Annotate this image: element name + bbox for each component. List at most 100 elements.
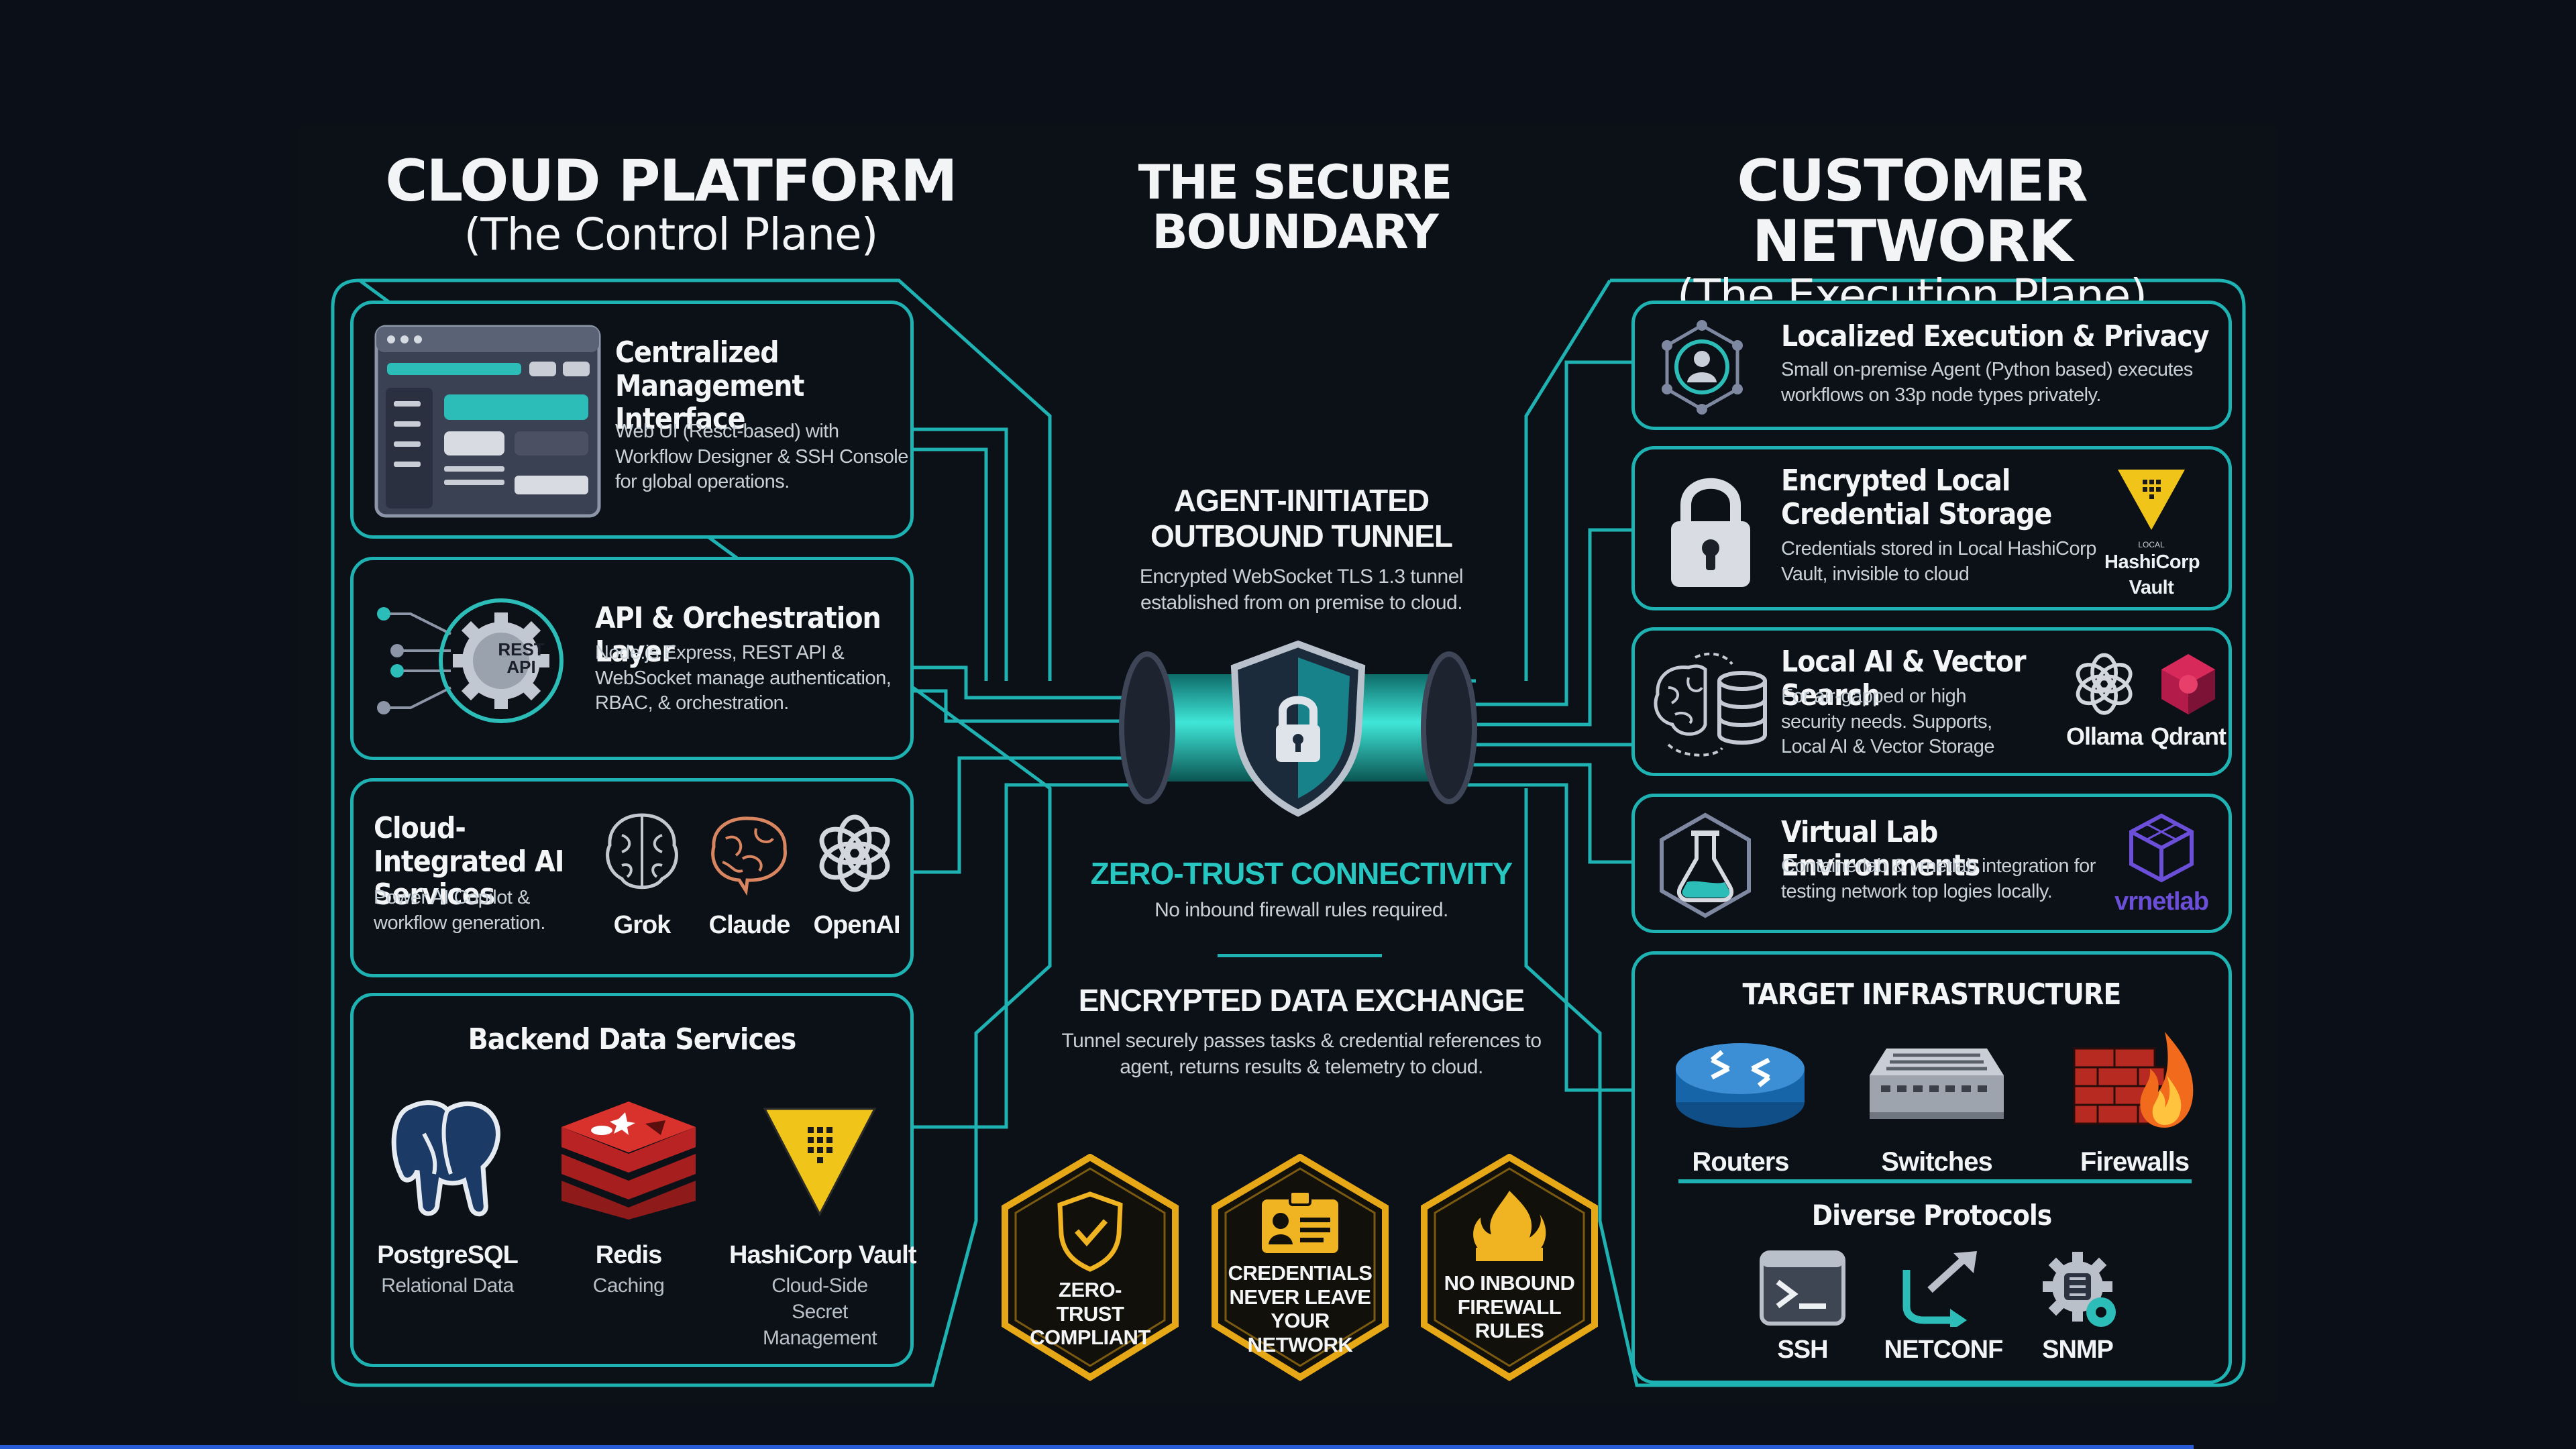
data-exchange-text: ENCRYPTED DATA EXCHANGE Tunnel securely … — [1060, 983, 1543, 1080]
cloud-platform-title: CLOUD PLATFORM — [385, 148, 957, 215]
snmp-label: SNMP — [2042, 1336, 2114, 1364]
data-exchange-title: ENCRYPTED DATA EXCHANGE — [1078, 983, 1525, 1018]
hashicorp-vault-sub: Cloud-Side Secret Management — [762, 1275, 877, 1349]
credential-storage-card: Encrypted Local Credential Storage Crede… — [1631, 446, 2232, 610]
zero-trust-text: ZERO-TRUST CONNECTIVITY No inbound firew… — [1073, 855, 1529, 923]
router-icon — [1676, 1043, 1805, 1128]
cloud-platform-heading: CLOUD PLATFORM (The Control Plane) — [376, 151, 966, 258]
customer-network-heading: CUSTOMER NETWORK (The Execution Plane) — [1597, 151, 2227, 319]
api-orchestration-title: API & Orchestration Layer — [595, 601, 881, 669]
switch-icon — [1870, 1049, 2004, 1119]
api-orchestration-card: REST API API & Orchestration Layer Node.… — [350, 557, 914, 760]
virtual-lab-card: Virtual Lab Environments Containerlab & … — [1631, 794, 2232, 933]
localized-execution-title: Localized Execution & Privacy — [1781, 319, 2210, 354]
credential-storage-desc: Credentials stored in Local HashiCorp Va… — [1781, 538, 2096, 585]
id-card-icon — [1262, 1190, 1338, 1253]
firewalls-label: Firewalls — [2080, 1147, 2190, 1177]
management-interface-title: Centralized Management Interface — [615, 335, 804, 437]
local-ai-title: Local AI & Vector Search — [1781, 645, 2027, 712]
netconf-arrows-icon — [1902, 1251, 1977, 1327]
postgresql-elephant-icon — [391, 1100, 500, 1216]
grok-label: Grok — [613, 911, 672, 939]
zero-trust-desc: No inbound firewall rules required. — [1155, 899, 1448, 921]
openai-logo-icon — [819, 814, 890, 892]
cloud-ai-card: Cloud-Integrated AI Services Power AI Co… — [350, 778, 914, 977]
management-interface-desc: Web UI (Resct-based) with Workflow Desig… — [615, 421, 908, 493]
lab-flask-icon — [1660, 812, 1751, 918]
data-exchange-desc: Tunnel securely passes tasks & credentia… — [1061, 1029, 1542, 1078]
localized-execution-card: Localized Execution & Privacy Small on-p… — [1631, 301, 2232, 430]
shield-check-icon — [1057, 1191, 1123, 1272]
ollama-label: Ollama — [2065, 722, 2143, 750]
snmp-gear-icon — [2043, 1252, 2116, 1327]
grok-brain-icon — [606, 813, 678, 890]
localized-execution-desc: Small on-premise Agent (Python based) ex… — [1781, 359, 2193, 406]
credentials-badge — [1212, 1154, 1389, 1381]
api-orchestration-desc: Node.js Express, REST API & WebSocket ma… — [595, 642, 892, 714]
ssh-terminal-icon — [1760, 1250, 1845, 1326]
management-interface-card: Centralized Management Interface Web UI … — [350, 301, 914, 539]
diverse-protocols-title: Diverse Protocols — [1811, 1199, 2053, 1232]
hashicorp-vault-label: HashiCorp Vault — [729, 1241, 917, 1269]
secure-tunnel-cylinder-icon — [1119, 640, 1477, 817]
credential-storage-title: Encrypted Local Credential Storage — [1781, 464, 2052, 531]
customer-frame — [1524, 278, 2246, 1387]
cloud-platform-subtitle: (The Control Plane) — [464, 209, 879, 261]
vrnetlab-cube-icon — [2129, 813, 2194, 883]
backend-data-services-title: Backend Data Services — [468, 1022, 797, 1057]
hashicorp-vault-triangle-icon — [763, 1108, 877, 1217]
no-inbound-badge-label: NO INBOUND FIREWALL RULES — [1444, 1271, 1575, 1343]
postgresql-label: PostgreSQL — [377, 1241, 519, 1269]
local-vault-triangle-icon — [2118, 470, 2185, 530]
tunnel-text: AGENT-INITIATED OUTBOUND TUNNEL Encrypte… — [1100, 483, 1503, 616]
no-inbound-badge — [1421, 1154, 1598, 1381]
switches-label: Switches — [1881, 1147, 1992, 1177]
local-vault-small-label: LOCAL — [2138, 540, 2165, 549]
rest-api-gear-icon — [377, 598, 564, 723]
zero-trust-title: ZERO-TRUST CONNECTIVITY — [1090, 856, 1513, 891]
target-infrastructure-card: TARGET INFRASTRUCTURE Routers — [1631, 951, 2232, 1384]
firewall-flame-icon — [1473, 1191, 1546, 1261]
claude-label: Claude — [708, 911, 791, 939]
tunnel-desc: Encrypted WebSocket TLS 1.3 tunnel estab… — [1139, 565, 1464, 614]
rest-api-gear-label: REST API — [498, 639, 545, 677]
center-divider — [1218, 954, 1382, 957]
zero-trust-badge — [1002, 1154, 1179, 1381]
ai-brain-database-icon — [1654, 652, 1767, 757]
agent-network-icon — [1662, 320, 1743, 415]
local-vault-label: HashiCorp Vault — [2104, 551, 2200, 598]
secure-boundary-line1: THE SECURE — [1138, 155, 1453, 210]
cloud-frame — [331, 278, 1052, 1387]
target-infrastructure-title: TARGET INFRASTRUCTURE — [1742, 977, 2122, 1012]
tunnel-title: AGENT-INITIATED OUTBOUND TUNNEL — [1150, 483, 1453, 553]
qdrant-logo-icon — [2161, 654, 2215, 714]
redis-sub: Caching — [592, 1275, 665, 1297]
bottom-accent-line — [0, 1445, 2194, 1449]
ollama-logo-icon — [2076, 653, 2133, 715]
openai-label: OpenAI — [813, 911, 900, 939]
qdrant-label: Qdrant — [2150, 722, 2226, 750]
local-ai-desc: For air-gapped or high security needs. S… — [1781, 686, 1994, 758]
zero-trust-badge-label: ZERO-TRUST COMPLIANT — [1030, 1278, 1150, 1350]
cloud-ai-title: Cloud-Integrated AI Services — [374, 811, 565, 912]
ssh-label: SSH — [1777, 1336, 1828, 1364]
virtual-lab-title: Virtual Lab Environments — [1781, 815, 1980, 883]
secure-boundary-heading: THE SECURE BOUNDARY — [1100, 158, 1489, 257]
cloud-ai-desc: Power AI Copilot & workflow generation. — [374, 887, 545, 934]
redis-label: Redis — [595, 1241, 662, 1269]
postgresql-sub: Relational Data — [381, 1275, 514, 1297]
redis-logo-icon — [561, 1102, 696, 1220]
local-ai-card: Local AI & Vector Search For air-gapped … — [1631, 627, 2232, 776]
padlock-icon — [1671, 478, 1750, 587]
vrnetlab-label: vrnetlab — [2114, 888, 2209, 916]
credentials-badge-label: CREDENTIALS NEVER LEAVE YOUR NETWORK — [1228, 1261, 1373, 1356]
netconf-label: NETCONF — [1884, 1336, 2004, 1364]
claude-brain-icon — [711, 816, 787, 896]
customer-network-title: CUSTOMER NETWORK — [1737, 148, 2088, 276]
secure-boundary-line2: BOUNDARY — [1152, 204, 1438, 260]
firewall-icon — [2073, 1032, 2194, 1128]
backend-data-services-card: Backend Data Services PostgreSQL Relatio… — [350, 993, 917, 1367]
routers-label: Routers — [1692, 1147, 1789, 1177]
infrastructure-divider — [1678, 1179, 2192, 1183]
